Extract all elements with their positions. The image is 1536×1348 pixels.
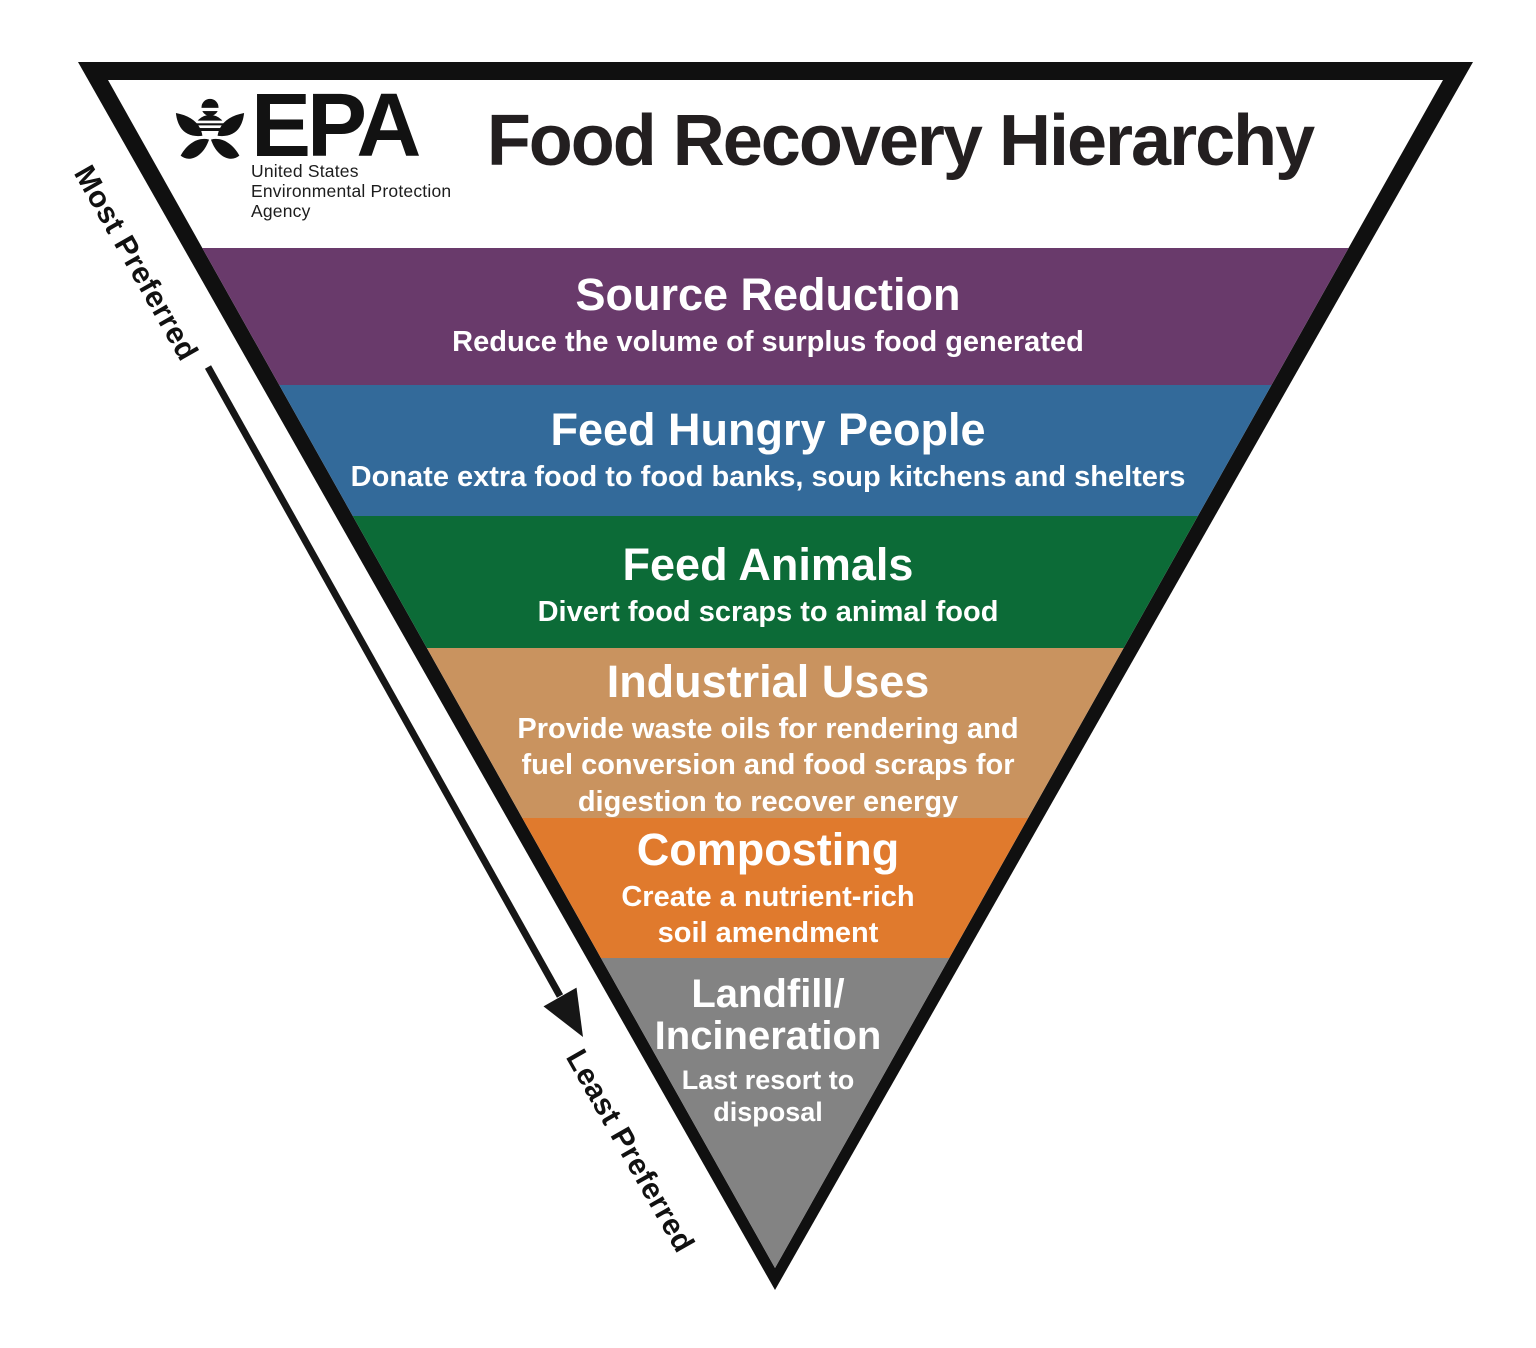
- epa-acronym: EPA: [251, 76, 421, 176]
- epa-flower-icon: [175, 98, 245, 159]
- tier-title: Landfill/ Incineration: [654, 972, 882, 1058]
- tier-composting: Composting Create a nutrient-rich soil a…: [108, 818, 1443, 958]
- tier-description: Last resort to disposal: [681, 1065, 855, 1128]
- tier-feed-animals: Feed Animals Divert food scraps to anima…: [108, 516, 1443, 648]
- tier-description: Provide waste oils for rendering and fue…: [517, 713, 1019, 818]
- epa-logo: EPA United States Environmental Protecti…: [174, 76, 452, 221]
- arrow-head-icon: [543, 987, 583, 1037]
- tier-title: Composting: [636, 824, 900, 875]
- tier-feed-hungry-people: Feed Hungry People Donate extra food to …: [108, 385, 1443, 516]
- page-title: Food Recovery Hierarchy: [486, 101, 1315, 181]
- tier-title: Feed Hungry People: [550, 404, 986, 455]
- tier-description: Divert food scraps to animal food: [537, 596, 999, 628]
- tier-description: Create a nutrient-rich soil amendment: [621, 881, 915, 950]
- tier-title: Industrial Uses: [606, 656, 930, 707]
- tier-title: Feed Animals: [622, 539, 914, 590]
- tier-industrial-uses: Industrial Uses Provide waste oils for r…: [108, 648, 1443, 818]
- tier-landfill-incineration: Landfill/ Incineration Last resort to di…: [108, 958, 1443, 1268]
- tier-description: Reduce the volume of surplus food genera…: [452, 326, 1084, 358]
- epa-logo-text: EPA United States Environmental Protecti…: [251, 76, 452, 221]
- tier-description: Donate extra food to food banks, soup ki…: [350, 461, 1186, 493]
- tier-title: Source Reduction: [575, 269, 961, 320]
- epa-org-name: United States Environmental Protection A…: [251, 161, 452, 221]
- tier-source-reduction: Source Reduction Reduce the volume of su…: [108, 248, 1443, 385]
